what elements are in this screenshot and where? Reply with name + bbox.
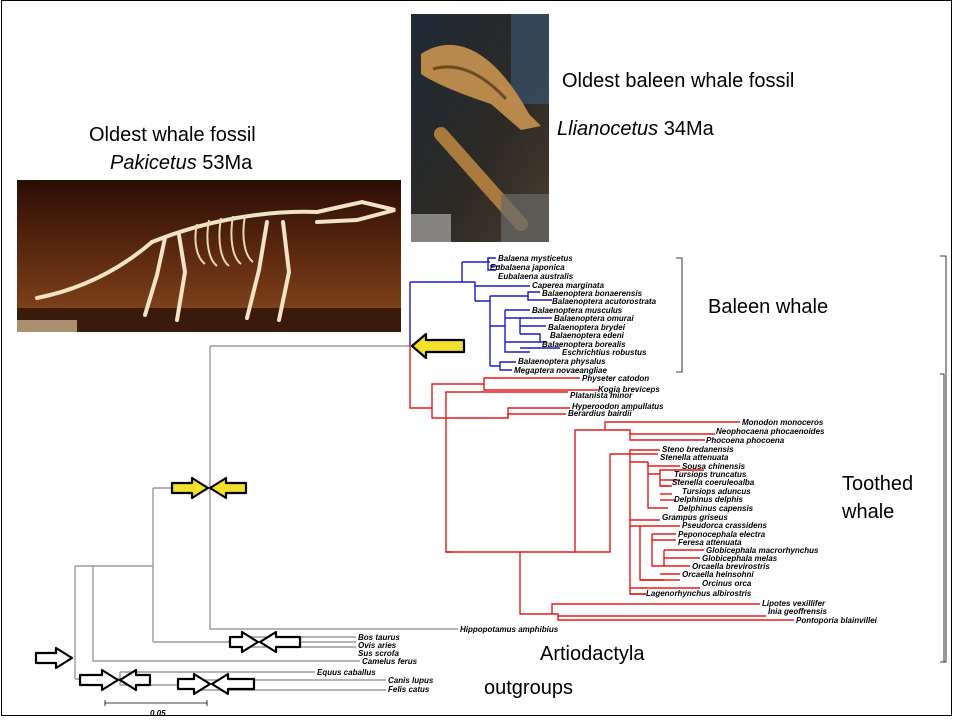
outline-arrow-icon: [230, 632, 258, 652]
taxon-label: Hippopotamus amphibius: [460, 625, 559, 634]
taxon-label: Physeter catodon: [582, 374, 649, 383]
taxon-label: Equus caballus: [317, 668, 376, 677]
yellow-arrow-icon: [412, 334, 464, 358]
taxon-label: Phocoena phocoena: [706, 436, 785, 445]
taxon-label: Platanista minor: [570, 391, 633, 400]
taxon-label: Balaenoptera edeni: [550, 331, 625, 340]
taxon-label: Stenella coeruleoalba: [672, 478, 755, 487]
scale-bar: 0.05: [105, 700, 207, 718]
outline-arrow-icon: [212, 674, 254, 694]
taxon-label: Delphinus capensis: [678, 504, 754, 513]
taxon-label: Pseudorca crassidens: [682, 521, 767, 530]
taxon-label: Inia geoffrensis: [768, 607, 828, 616]
taxon-label: Berardius bairdii: [568, 409, 632, 418]
taxon-label: Camelus ferus: [362, 657, 418, 666]
yellow-arrow-icon: [172, 478, 208, 498]
taxon-label: Orcinus orca: [702, 579, 752, 588]
taxon-label: Delphinus delphis: [674, 495, 743, 504]
taxon-label: Stenella attenuata: [660, 453, 729, 462]
taxon-label: Lagenorhynchus albirostris: [646, 589, 752, 598]
taxon-label: Felis catus: [388, 685, 430, 694]
taxon-label: Pontoporia blainvillei: [796, 616, 878, 625]
scale-bar-label: 0.05: [150, 709, 166, 718]
taxon-label: Eubalaena japonica: [490, 263, 565, 272]
baleen-taxa-labels: Balaena mysticetus Eubalaena japonica Eu…: [490, 254, 657, 375]
taxon-label: Balaena mysticetus: [498, 254, 573, 263]
outline-arrow-icon: [120, 670, 150, 690]
taxon-label: Balaenoptera acutorostrata: [552, 297, 657, 306]
taxon-label: Eubalaena australis: [498, 272, 574, 281]
taxon-label: Eschrichtius robustus: [562, 348, 647, 357]
taxon-label: Orcaella heinsohni: [682, 570, 754, 579]
outline-arrow-icon: [260, 632, 300, 652]
taxon-label: Neophocaena phocaenoides: [716, 427, 825, 436]
outline-arrow-icon: [36, 648, 72, 668]
taxon-label: Monodon monoceros: [742, 418, 824, 427]
yellow-arrow-icon: [210, 478, 246, 498]
arrow-markers: [36, 334, 464, 694]
toothed-taxa-labels: Physeter catodon Kogia breviceps Platani…: [568, 374, 878, 625]
outline-arrow-icon: [178, 674, 210, 694]
taxon-label: Canis lupus: [388, 676, 434, 685]
outline-arrow-icon: [80, 670, 118, 690]
taxon-label: Balaenoptera omurai: [554, 314, 634, 323]
outgroup-taxa-labels: Hippopotamus amphibius Bos taurus Ovis a…: [317, 625, 559, 694]
taxon-label: Balaenoptera physalus: [518, 357, 606, 366]
